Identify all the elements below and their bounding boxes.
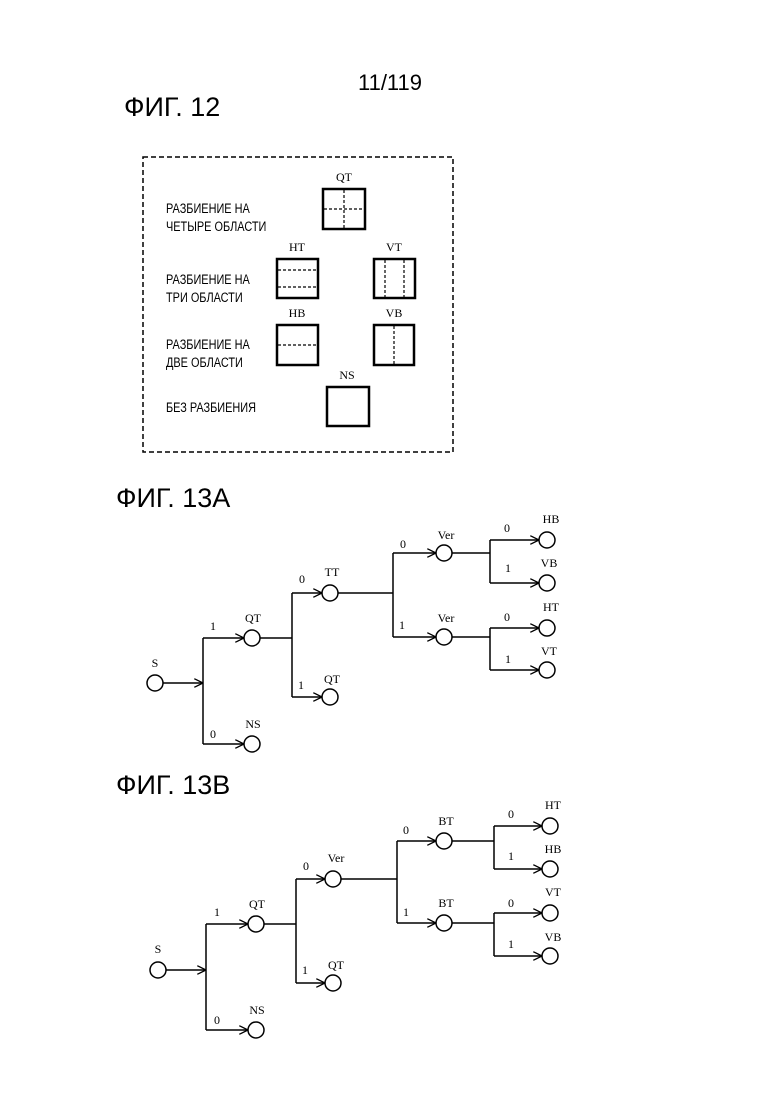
ht-icon-label: HT bbox=[289, 240, 306, 254]
node-bt2-label: BT bbox=[438, 896, 454, 910]
edge-ver1-hb-label: 0 bbox=[504, 521, 510, 535]
quad-split-icon bbox=[323, 189, 365, 229]
edge-s-qt-label: 1 bbox=[214, 905, 220, 919]
node-ver2 bbox=[436, 629, 452, 645]
edge-ver2-vt-label: 1 bbox=[505, 652, 511, 666]
qt-icon-label: QT bbox=[336, 170, 353, 184]
edge-s-qt-label: 1 bbox=[210, 619, 216, 633]
node-s-label: S bbox=[152, 656, 159, 670]
node-qt2-label: QT bbox=[324, 672, 341, 686]
edge-ver-bt1-label: 0 bbox=[403, 823, 409, 837]
node-vt-label: VT bbox=[545, 885, 562, 899]
fig13b-tree bbox=[150, 818, 558, 1038]
edge-tt-ver1-label: 0 bbox=[400, 537, 406, 551]
node-ht bbox=[539, 620, 555, 636]
horizontal-triple-split-icon bbox=[277, 259, 318, 298]
node-hb-label: HB bbox=[545, 842, 562, 856]
node-qt-label: QT bbox=[249, 897, 266, 911]
edge-qt-qt-label: 1 bbox=[298, 678, 304, 692]
node-s bbox=[150, 962, 166, 978]
node-vb-label: VB bbox=[545, 930, 562, 944]
node-vt-label: VT bbox=[541, 644, 558, 658]
row-tri-line1: РАЗБИЕНИЕ НА bbox=[166, 272, 250, 288]
node-tt-label: TT bbox=[325, 565, 340, 579]
row-two-line1: РАЗБИЕНИЕ НА bbox=[166, 337, 250, 353]
no-split-icon bbox=[327, 387, 369, 426]
row-quad-line2: ЧЕТЫРЕ ОБЛАСТИ bbox=[166, 219, 266, 235]
node-vt bbox=[539, 662, 555, 678]
edge-ver-bt2-label: 1 bbox=[403, 905, 409, 919]
hb-icon-label: HB bbox=[289, 306, 306, 320]
node-bt1 bbox=[436, 833, 452, 849]
node-ns bbox=[248, 1022, 264, 1038]
node-qt2 bbox=[325, 975, 341, 991]
node-ver2-label: Ver bbox=[438, 611, 455, 625]
node-ver bbox=[325, 871, 341, 887]
row-none-line1: БЕЗ РАЗБИЕНИЯ bbox=[166, 400, 256, 416]
node-ht-label: HT bbox=[545, 798, 562, 812]
node-hb bbox=[539, 532, 555, 548]
edge-bt1-hb-label: 1 bbox=[508, 849, 514, 863]
node-ht bbox=[542, 818, 558, 834]
edge-qt-qt-label: 1 bbox=[302, 963, 308, 977]
node-vt bbox=[542, 905, 558, 921]
node-s bbox=[147, 675, 163, 691]
vertical-binary-split-icon bbox=[374, 325, 414, 365]
node-qt bbox=[244, 630, 260, 646]
fig13a-labels: S QT NS TT QT Ver Ver HB VB HT VT 1 0 0 … bbox=[152, 512, 560, 741]
node-qt bbox=[248, 916, 264, 932]
fig13a-tree bbox=[147, 532, 555, 752]
edge-s-ns-label: 0 bbox=[210, 727, 216, 741]
edge-bt2-vt-label: 0 bbox=[508, 896, 514, 910]
node-ns-label: NS bbox=[249, 1003, 264, 1017]
node-s-label: S bbox=[155, 942, 162, 956]
node-ver1 bbox=[436, 545, 452, 561]
node-qt2-label: QT bbox=[328, 958, 345, 972]
node-bt1-label: BT bbox=[438, 814, 454, 828]
node-ht-label: HT bbox=[543, 600, 560, 614]
node-vb-label: VB bbox=[541, 556, 558, 570]
row-two-line2: ДВЕ ОБЛАСТИ bbox=[166, 355, 243, 371]
node-ver-label: Ver bbox=[328, 851, 345, 865]
node-ns bbox=[244, 736, 260, 752]
node-ns-label: NS bbox=[245, 717, 260, 731]
edge-s-ns-label: 0 bbox=[214, 1013, 220, 1027]
fig12-diagram: РАЗБИЕНИЕ НА ЧЕТЫРЕ ОБЛАСТИ РАЗБИЕНИЕ НА… bbox=[143, 157, 453, 452]
vb-icon-label: VB bbox=[386, 306, 403, 320]
node-tt bbox=[322, 585, 338, 601]
node-hb-label: HB bbox=[543, 512, 560, 526]
edge-tt-ver2-label: 1 bbox=[399, 618, 405, 632]
ns-icon-label: NS bbox=[339, 368, 354, 382]
edge-ver2-ht-label: 0 bbox=[504, 610, 510, 624]
node-vb bbox=[542, 948, 558, 964]
node-vb bbox=[539, 575, 555, 591]
edge-qt-tt-label: 0 bbox=[299, 572, 305, 586]
edge-bt2-vb-label: 1 bbox=[508, 937, 514, 951]
node-hb bbox=[542, 861, 558, 877]
node-bt2 bbox=[436, 915, 452, 931]
vt-icon-label: VT bbox=[386, 240, 403, 254]
node-ver1-label: Ver bbox=[438, 528, 455, 542]
row-tri-line2: ТРИ ОБЛАСТИ bbox=[166, 290, 243, 306]
node-qt-label: QT bbox=[245, 611, 262, 625]
edge-qt-ver-label: 0 bbox=[303, 859, 309, 873]
row-quad-line1: РАЗБИЕНИЕ НА bbox=[166, 201, 250, 217]
edge-bt1-ht-label: 0 bbox=[508, 807, 514, 821]
edge-ver1-vb-label: 1 bbox=[505, 561, 511, 575]
horizontal-binary-split-icon bbox=[277, 325, 318, 365]
node-qt2 bbox=[322, 689, 338, 705]
vertical-triple-split-icon bbox=[374, 259, 415, 298]
